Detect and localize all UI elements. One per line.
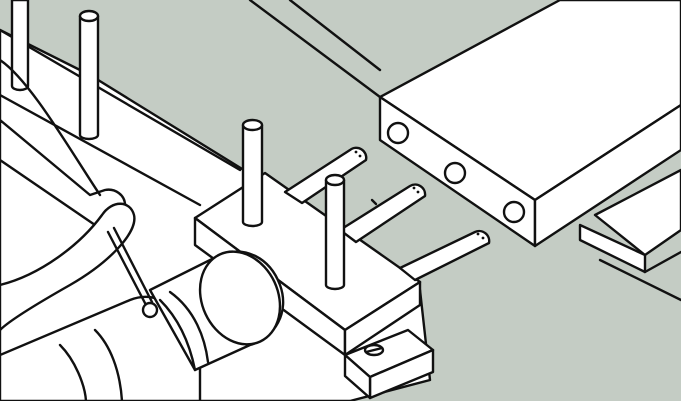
drill-rod [106,230,148,307]
pin-4 [324,178,346,291]
drill-grip [0,202,136,332]
jig-right-face [343,280,422,357]
table-back-edge [248,0,382,99]
vertical-pins [10,0,346,291]
board-side-face [533,103,681,248]
pin-1 [10,0,30,92]
dowels [283,146,491,282]
drill-tool [0,58,285,401]
drill-chuck-face [198,250,282,346]
ledge-edge [643,250,681,274]
rail-back-edge [0,28,242,172]
table-back-edge-2 [288,0,382,72]
board-dowel-hole-2 [443,161,467,185]
dowel-2 [338,183,427,244]
floor-line [598,258,681,302]
drill-cable [0,58,102,197]
board [378,0,681,248]
pin-2 [78,14,100,141]
rail-inner-edge [0,93,202,207]
ledge [578,168,681,302]
stop-block [343,328,435,400]
stop-block-screw-slot [364,346,384,354]
board-dowel-hole-3 [502,200,526,224]
pin-3 [241,123,264,228]
drill-bit-tip [141,301,159,319]
ledge-top [593,168,681,257]
stop-block-left [343,353,372,400]
board-dowel-hole-1 [386,121,410,145]
dowel-3 [398,229,491,282]
dowel-1 [283,146,368,205]
